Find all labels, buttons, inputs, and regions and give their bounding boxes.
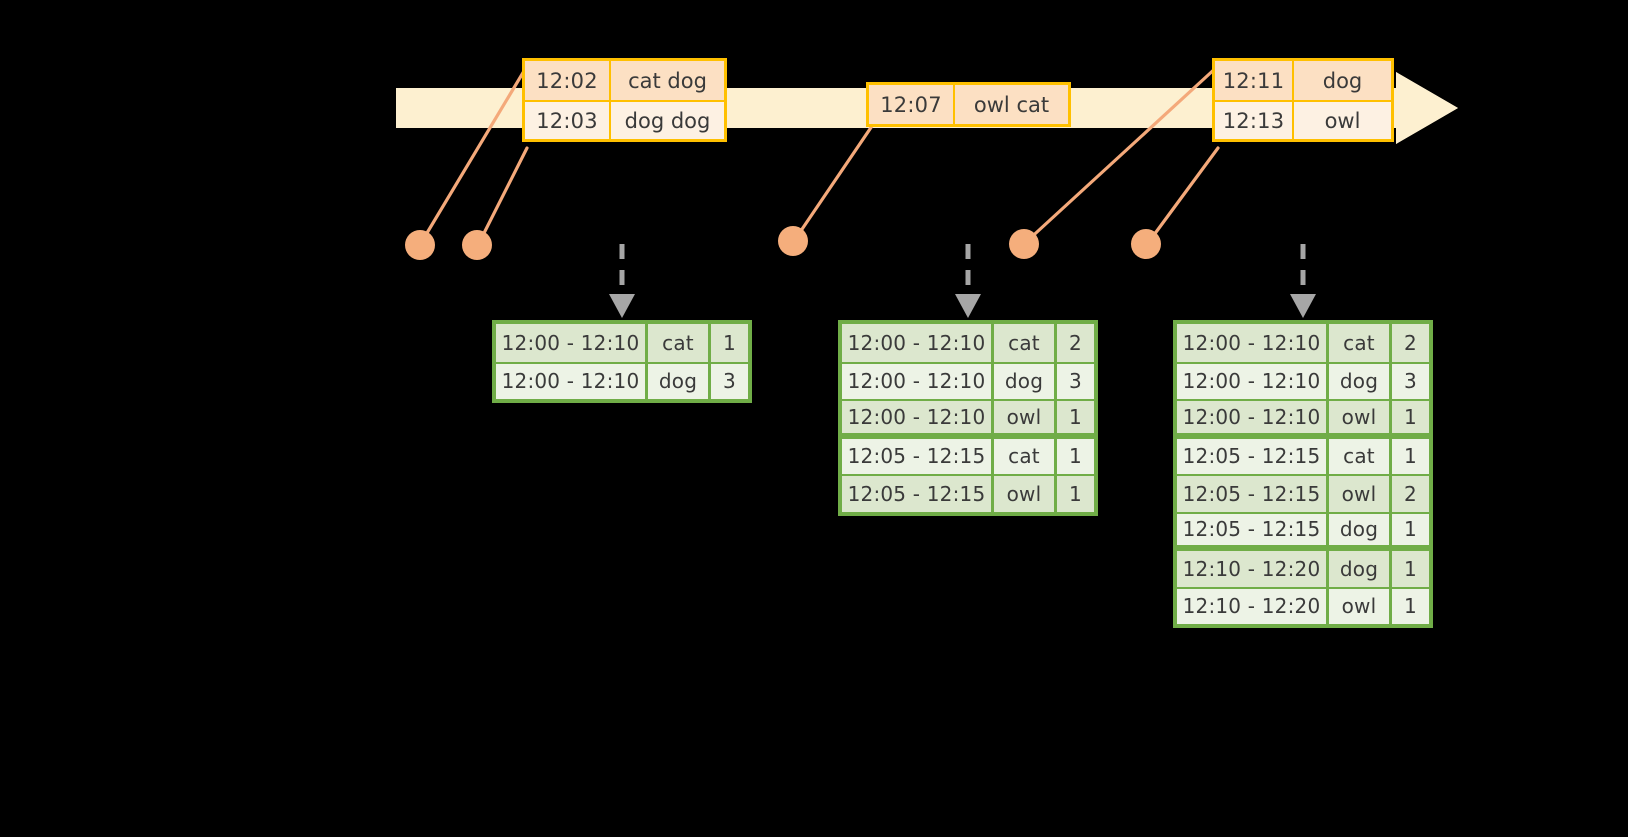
window-range: 12:05 - 12:15 xyxy=(842,476,994,512)
word-key: dog xyxy=(994,363,1057,399)
word-key: cat xyxy=(1329,324,1392,362)
word-key: owl xyxy=(994,476,1057,512)
event-row: 12:02 cat dog xyxy=(525,61,724,100)
event-box-group-1: 12:02 cat dog 12:03 dog dog xyxy=(522,58,727,142)
window-range: 12:00 - 12:10 xyxy=(1177,401,1329,433)
emit-arrows xyxy=(619,244,1306,296)
word-key: dog xyxy=(1329,513,1392,545)
word-key: owl xyxy=(994,401,1057,433)
table-row: 12:10 - 12:20 owl 1 xyxy=(1177,586,1429,624)
word-key: dog xyxy=(1329,551,1392,587)
table-row: 12:05 - 12:15 cat 1 xyxy=(1177,436,1429,474)
word-count: 2 xyxy=(1404,481,1417,506)
word-key: cat xyxy=(994,324,1057,362)
event-row: 12:13 owl xyxy=(1215,100,1391,139)
word-count: 1 xyxy=(1404,444,1417,469)
window-range: 12:05 - 12:15 xyxy=(1177,513,1329,545)
event-words: owl xyxy=(1324,108,1361,133)
event-dot-2 xyxy=(462,230,492,260)
event-time: 12:13 xyxy=(1215,102,1294,139)
word-count: 1 xyxy=(1069,481,1082,506)
event-words: owl cat xyxy=(973,92,1050,117)
result-table-1: 12:00 - 12:10 cat 1 12:00 - 12:10 dog 3 xyxy=(492,320,752,403)
table-row: 12:00 - 12:10 owl 1 xyxy=(1177,399,1429,437)
window-range: 12:05 - 12:15 xyxy=(842,438,994,474)
window-range: 12:05 - 12:15 xyxy=(1177,476,1329,512)
window-range: 12:00 - 12:10 xyxy=(496,324,648,362)
table-row: 12:05 - 12:15 owl 1 xyxy=(842,474,1094,512)
word-count: 2 xyxy=(1069,330,1082,355)
word-count: 1 xyxy=(1404,404,1417,429)
event-box-group-2: 12:07 owl cat xyxy=(866,82,1071,127)
word-key: owl xyxy=(1329,476,1392,512)
window-range: 12:00 - 12:10 xyxy=(1177,324,1329,362)
table-row: 12:10 - 12:20 dog 1 xyxy=(1177,549,1429,587)
word-key: cat xyxy=(648,324,711,362)
event-dot-5 xyxy=(1131,229,1161,259)
table-row: 12:05 - 12:15 owl 2 xyxy=(1177,474,1429,512)
table-row: 12:00 - 12:10 dog 3 xyxy=(842,361,1094,399)
word-count: 3 xyxy=(1404,369,1417,394)
event-time: 12:02 xyxy=(525,61,611,100)
event-time: 12:07 xyxy=(869,85,955,124)
word-count: 1 xyxy=(1404,517,1417,542)
word-count: 1 xyxy=(723,330,736,355)
word-key: owl xyxy=(1329,588,1392,624)
table-row: 12:05 - 12:15 cat 1 xyxy=(842,436,1094,474)
word-count: 3 xyxy=(723,369,736,394)
emit-arrowheads xyxy=(609,294,1316,318)
event-time: 12:03 xyxy=(525,102,611,139)
table-row: 12:05 - 12:15 dog 1 xyxy=(1177,511,1429,549)
window-range: 12:10 - 12:20 xyxy=(1177,588,1329,624)
table-row: 12:00 - 12:10 dog 3 xyxy=(1177,361,1429,399)
window-range: 12:00 - 12:10 xyxy=(842,363,994,399)
word-count: 1 xyxy=(1069,444,1082,469)
table-row: 12:00 - 12:10 owl 1 xyxy=(842,399,1094,437)
table-row: 12:00 - 12:10 cat 2 xyxy=(842,324,1094,362)
window-range: 12:00 - 12:10 xyxy=(496,363,648,399)
table-row: 12:00 - 12:10 dog 3 xyxy=(496,361,748,399)
word-key: dog xyxy=(1329,363,1392,399)
window-range: 12:05 - 12:15 xyxy=(1177,438,1329,474)
word-count: 1 xyxy=(1069,404,1082,429)
table-row: 12:00 - 12:10 cat 2 xyxy=(1177,324,1429,362)
event-dot-1 xyxy=(405,230,435,260)
event-words: dog dog xyxy=(624,108,711,133)
event-dots xyxy=(405,226,1161,260)
event-row: 12:07 owl cat xyxy=(869,85,1068,124)
window-range: 12:10 - 12:20 xyxy=(1177,551,1329,587)
window-range: 12:00 - 12:10 xyxy=(842,401,994,433)
window-range: 12:00 - 12:10 xyxy=(1177,363,1329,399)
word-key: cat xyxy=(994,438,1057,474)
word-count: 1 xyxy=(1404,594,1417,619)
word-key: dog xyxy=(648,363,711,399)
event-row: 12:03 dog dog xyxy=(525,100,724,139)
event-dot-4 xyxy=(1009,229,1039,259)
table-row: 12:00 - 12:10 cat 1 xyxy=(496,324,748,362)
result-table-3: 12:00 - 12:10 cat 2 12:00 - 12:10 dog 3 … xyxy=(1173,320,1433,628)
word-count: 3 xyxy=(1069,369,1082,394)
event-words: cat dog xyxy=(628,68,707,93)
word-count: 2 xyxy=(1404,330,1417,355)
word-key: owl xyxy=(1329,401,1392,433)
event-dot-3 xyxy=(778,226,808,256)
event-time: 12:11 xyxy=(1215,61,1294,100)
window-range: 12:00 - 12:10 xyxy=(842,324,994,362)
event-row: 12:11 dog xyxy=(1215,61,1391,100)
result-table-2: 12:00 - 12:10 cat 2 12:00 - 12:10 dog 3 … xyxy=(838,320,1098,516)
word-count: 1 xyxy=(1404,556,1417,581)
event-box-group-3: 12:11 dog 12:13 owl xyxy=(1212,58,1394,142)
word-key: cat xyxy=(1329,438,1392,474)
event-words: dog xyxy=(1322,68,1363,93)
